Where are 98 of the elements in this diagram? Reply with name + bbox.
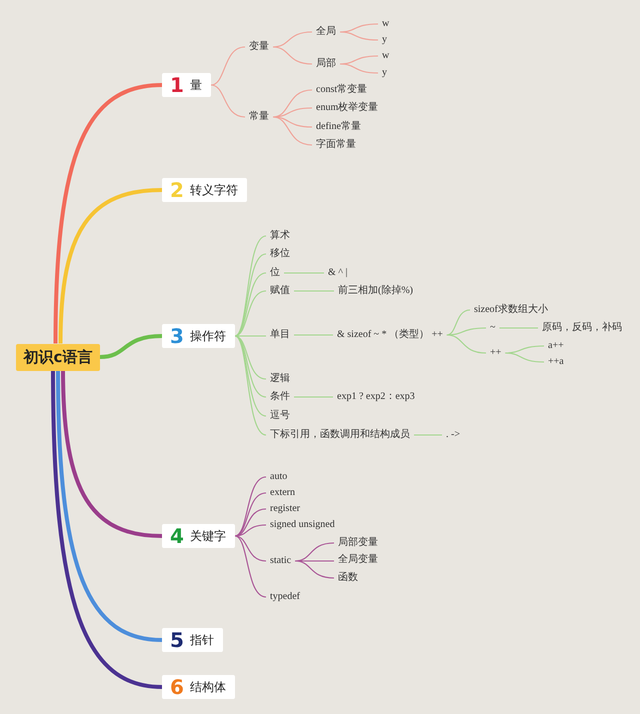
branch-label: 操作符 — [190, 328, 226, 344]
topic-label: ++a — [544, 355, 568, 369]
topic-label: const常变量 — [312, 83, 372, 97]
topic-label: enum枚举变量 — [312, 101, 382, 115]
branch-box — [162, 628, 223, 652]
topic-label: 常量 — [245, 110, 273, 124]
connector-line — [234, 336, 266, 417]
branch-number: 2 — [170, 178, 184, 202]
topic-label: 局部变量 — [334, 536, 382, 550]
topic-label: 局部 — [312, 57, 340, 71]
branch-line — [100, 334, 162, 359]
topic-label: 原码，反码，补码 — [538, 321, 626, 335]
connector-line — [234, 272, 266, 337]
topic-label: register — [266, 502, 304, 516]
topic-label: 算术 — [266, 229, 294, 243]
connector-line — [234, 524, 266, 537]
branch-box — [162, 675, 235, 699]
topic-label: & ^ | — [324, 266, 352, 280]
branch-line — [51, 370, 162, 689]
connector-line — [234, 535, 266, 562]
branch-number: 3 — [170, 324, 184, 348]
topic-label: 逻辑 — [266, 372, 294, 386]
connector-line — [234, 508, 266, 537]
branch-number: 1 — [170, 73, 184, 97]
connector-line — [294, 334, 333, 336]
connector-line — [294, 290, 334, 292]
branch-line — [61, 370, 162, 538]
branch-line — [56, 370, 162, 642]
central-topic: 初识c语言 — [16, 344, 100, 370]
topic-label: a++ — [544, 339, 568, 353]
branch-number: 6 — [170, 675, 184, 699]
topic-label: auto — [266, 470, 292, 484]
connector-line — [295, 560, 334, 579]
connector-line — [234, 290, 266, 337]
branch-label: 关键字 — [190, 528, 226, 544]
connector-line — [272, 116, 312, 146]
topic-label: 赋值 — [266, 284, 294, 298]
topic-label: ++ — [486, 346, 506, 360]
topic-label: sizeof求数组大小 — [470, 303, 552, 317]
connector-line — [234, 492, 266, 537]
connector-line — [210, 46, 246, 86]
connector-line — [294, 396, 333, 398]
branch-label: 结构体 — [190, 679, 226, 695]
topic-label: static — [266, 554, 296, 568]
branch-number: 4 — [170, 524, 184, 548]
topic-label: y — [378, 66, 391, 80]
connector-line — [272, 89, 312, 118]
branch-label: 量 — [190, 77, 202, 93]
topic-label: signed unsigned — [266, 518, 339, 532]
connector-line — [272, 46, 312, 65]
topic-label: w — [378, 49, 394, 63]
connector-line — [234, 535, 266, 598]
branch-line — [54, 83, 162, 344]
topic-label: extern — [266, 486, 299, 500]
connector-line — [234, 253, 266, 336]
topic-label: & sizeof ~ * （类型） ++ — [333, 328, 447, 342]
topic-label: 位 — [266, 266, 284, 280]
connector-line — [414, 434, 442, 436]
connector-line — [295, 542, 334, 562]
topic-label: 前三相加(除掉%) — [334, 284, 417, 298]
branch-label: 指针 — [190, 632, 214, 648]
connector-line — [340, 31, 378, 41]
topic-label: ~ — [486, 321, 500, 335]
topic-label: 单目 — [266, 328, 294, 342]
branch-line — [58, 188, 162, 344]
branch-label: 转义字符 — [190, 182, 238, 198]
connector-line — [499, 327, 538, 329]
connector-line — [234, 476, 266, 537]
connector-line — [505, 352, 544, 363]
topic-label: 字面常量 — [312, 138, 360, 152]
connector-line — [340, 63, 378, 74]
topic-label: 下标引用，函数调用和结构成员 — [266, 428, 414, 442]
connector-line — [234, 335, 266, 380]
topic-label: 移位 — [266, 247, 294, 261]
connector-line — [446, 309, 470, 336]
topic-label: y — [378, 33, 391, 47]
topic-label: exp1 ? exp2：exp3 — [333, 390, 419, 404]
topic-label: 全局变量 — [334, 553, 382, 567]
connector-line — [284, 272, 324, 274]
connector-line — [234, 336, 266, 436]
topic-label: w — [378, 17, 394, 31]
topic-label: 函数 — [334, 571, 362, 585]
branch-box — [162, 324, 235, 348]
branch-box — [162, 73, 211, 97]
topic-label: 全局 — [312, 25, 340, 39]
topic-label: typedef — [266, 590, 304, 604]
connector-line — [234, 236, 266, 336]
topic-label: . -> — [442, 428, 464, 442]
connector-line — [234, 335, 266, 337]
branch-box — [162, 178, 247, 202]
topic-label: 条件 — [266, 390, 294, 404]
connector-line — [210, 84, 246, 118]
topic-label: 变量 — [245, 40, 273, 54]
branch-number: 5 — [170, 628, 184, 652]
connector-line — [446, 334, 486, 354]
topic-label: define常量 — [312, 120, 365, 134]
topic-label: 逗号 — [266, 409, 294, 423]
branch-box — [162, 524, 235, 548]
